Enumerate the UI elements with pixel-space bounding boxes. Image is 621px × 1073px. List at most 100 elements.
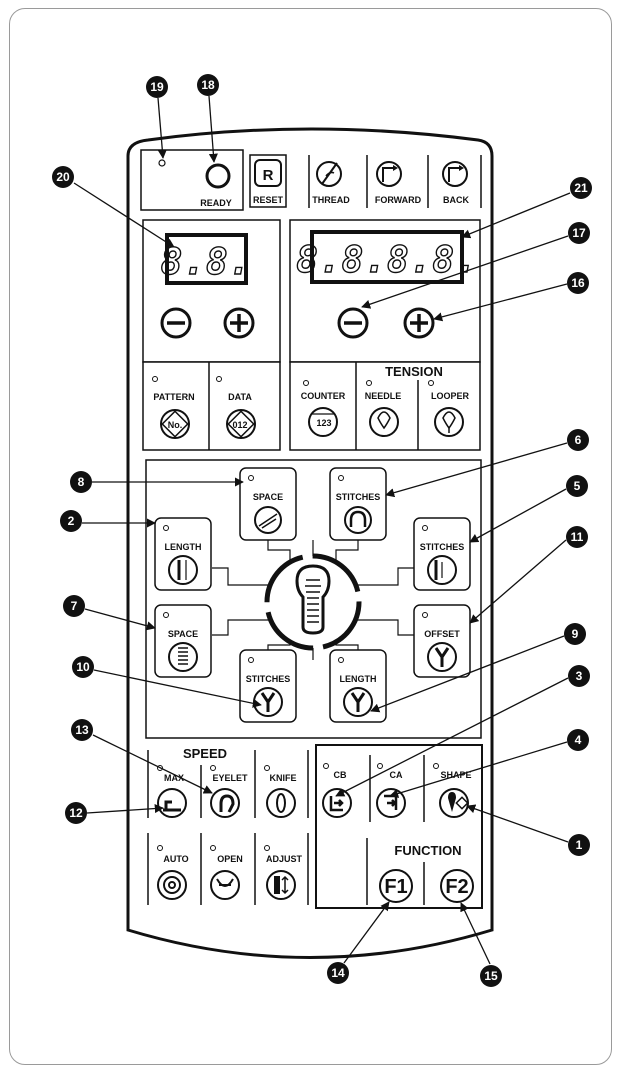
counter-button[interactable]: COUNTER 123 xyxy=(301,380,346,437)
callout-10 xyxy=(72,656,94,678)
counter-label: COUNTER xyxy=(301,391,346,401)
callout-6-label: 6 xyxy=(575,433,582,447)
callout-5 xyxy=(566,475,588,497)
space-top-label: SPACE xyxy=(253,492,283,502)
left-plus-button[interactable] xyxy=(223,307,255,339)
auto-cycle-icon xyxy=(163,876,181,894)
auto-button[interactable]: AUTO xyxy=(157,845,189,900)
right-seven-segment-display xyxy=(310,230,464,284)
figure-frame xyxy=(9,8,612,1065)
needle-thread-icon xyxy=(377,411,391,430)
pattern-label: PATTERN xyxy=(153,392,194,402)
f2-button[interactable]: F2 xyxy=(440,869,474,903)
length-bottom-label: LENGTH xyxy=(340,674,377,684)
pattern-no-symbol: No. xyxy=(168,420,183,430)
callout-3 xyxy=(568,665,590,687)
tension-title: TENSION xyxy=(385,364,443,379)
callout-4-label: 4 xyxy=(575,733,582,747)
space-left-label: SPACE xyxy=(168,629,198,639)
callout-12 xyxy=(65,802,87,824)
callout-2 xyxy=(60,510,82,532)
knife-label: KNIFE xyxy=(270,773,297,783)
shape-button[interactable]: SHAPE xyxy=(433,763,472,818)
f1-label: F1 xyxy=(384,876,407,898)
f1-button[interactable]: F1 xyxy=(379,869,413,903)
space-left-button[interactable]: SPACE xyxy=(154,604,212,678)
data-012-symbol: 012 xyxy=(232,420,247,430)
callout-20 xyxy=(52,166,74,188)
length-bottom-button[interactable]: LENGTH xyxy=(329,649,387,723)
ready-button[interactable]: READY xyxy=(200,163,232,208)
knife-button[interactable]: KNIFE xyxy=(264,765,297,818)
callout-9-label: 9 xyxy=(572,627,579,641)
stitches-top-button[interactable]: STITCHES xyxy=(329,467,387,541)
reset-button[interactable]: R RESET xyxy=(249,154,287,208)
open-button[interactable]: OPEN xyxy=(210,845,243,900)
right-minus-button[interactable] xyxy=(337,307,369,339)
callout-7-label: 7 xyxy=(71,599,78,613)
callout-markers xyxy=(52,74,592,987)
speed-title: SPEED xyxy=(183,746,227,761)
ready-label: READY xyxy=(200,198,232,208)
shape-label: SHAPE xyxy=(440,770,471,780)
f2-label: F2 xyxy=(445,876,468,898)
left-minus-button[interactable] xyxy=(160,307,192,339)
callout-19-label: 19 xyxy=(150,80,164,94)
reset-label: RESET xyxy=(253,195,284,205)
callout-10-label: 10 xyxy=(76,660,90,674)
callout-13 xyxy=(71,719,93,741)
adjust-label: ADJUST xyxy=(266,854,303,864)
needle-tension-button[interactable]: NEEDLE xyxy=(365,380,402,437)
length-left-label: LENGTH xyxy=(165,542,202,552)
offset-button[interactable]: OFFSET xyxy=(413,604,471,678)
callout-13-label: 13 xyxy=(75,723,89,737)
data-button[interactable]: DATA 012 xyxy=(216,376,256,439)
ready-led xyxy=(158,159,166,167)
callout-7 xyxy=(63,595,85,617)
open-label: OPEN xyxy=(217,854,243,864)
eyelet-button[interactable]: EYELET xyxy=(210,765,249,818)
thread-button[interactable]: THREAD xyxy=(312,161,350,205)
callout-15-label: 15 xyxy=(484,969,498,983)
cb-label: CB xyxy=(334,770,347,780)
callout-6 xyxy=(567,429,589,451)
adjust-button[interactable]: ADJUST xyxy=(264,845,303,900)
offset-label: OFFSET xyxy=(424,629,460,639)
callout-16-label: 16 xyxy=(571,276,585,290)
forward-button[interactable]: FORWARD xyxy=(375,161,422,205)
right-plus-button[interactable] xyxy=(403,307,435,339)
buttonhole-shape-icon xyxy=(264,553,362,651)
callout-1-label: 1 xyxy=(576,838,583,852)
callout-14 xyxy=(327,962,349,984)
stitches-right-button[interactable]: STITCHES xyxy=(413,517,471,591)
stitches-bottom-button[interactable]: STITCHES xyxy=(239,649,297,723)
callout-4 xyxy=(567,729,589,751)
left-display-digits: 8.8. xyxy=(161,242,252,283)
callout-12-label: 12 xyxy=(69,806,83,820)
back-icon xyxy=(442,161,468,187)
callout-17 xyxy=(568,222,590,244)
space-top-button[interactable]: SPACE xyxy=(239,467,297,541)
auto-label: AUTO xyxy=(163,854,188,864)
callout-11 xyxy=(566,526,588,548)
looper-thread-icon xyxy=(442,411,456,430)
right-display-digits: 8.8.8.8. xyxy=(296,240,477,281)
callout-11-label: 11 xyxy=(571,530,584,544)
function-title: FUNCTION xyxy=(394,843,461,858)
length-left-button[interactable]: LENGTH xyxy=(154,517,212,591)
callout-19 xyxy=(146,76,168,98)
max-speed-button[interactable]: MAX xyxy=(157,765,187,818)
callout-17-label: 17 xyxy=(572,226,586,240)
looper-tension-button[interactable]: LOOPER xyxy=(428,380,470,437)
pattern-button[interactable]: PATTERN No. xyxy=(152,376,195,439)
thread-label: THREAD xyxy=(312,195,350,205)
forward-label: FORWARD xyxy=(375,195,422,205)
callout-20-label: 20 xyxy=(56,170,70,184)
callout-18 xyxy=(197,74,219,96)
data-label: DATA xyxy=(228,392,252,402)
callout-16 xyxy=(567,272,589,294)
left-seven-segment-display xyxy=(165,233,248,285)
counter-123-symbol: 123 xyxy=(316,418,331,428)
forward-icon xyxy=(376,161,402,187)
back-button[interactable]: BACK xyxy=(442,161,469,205)
